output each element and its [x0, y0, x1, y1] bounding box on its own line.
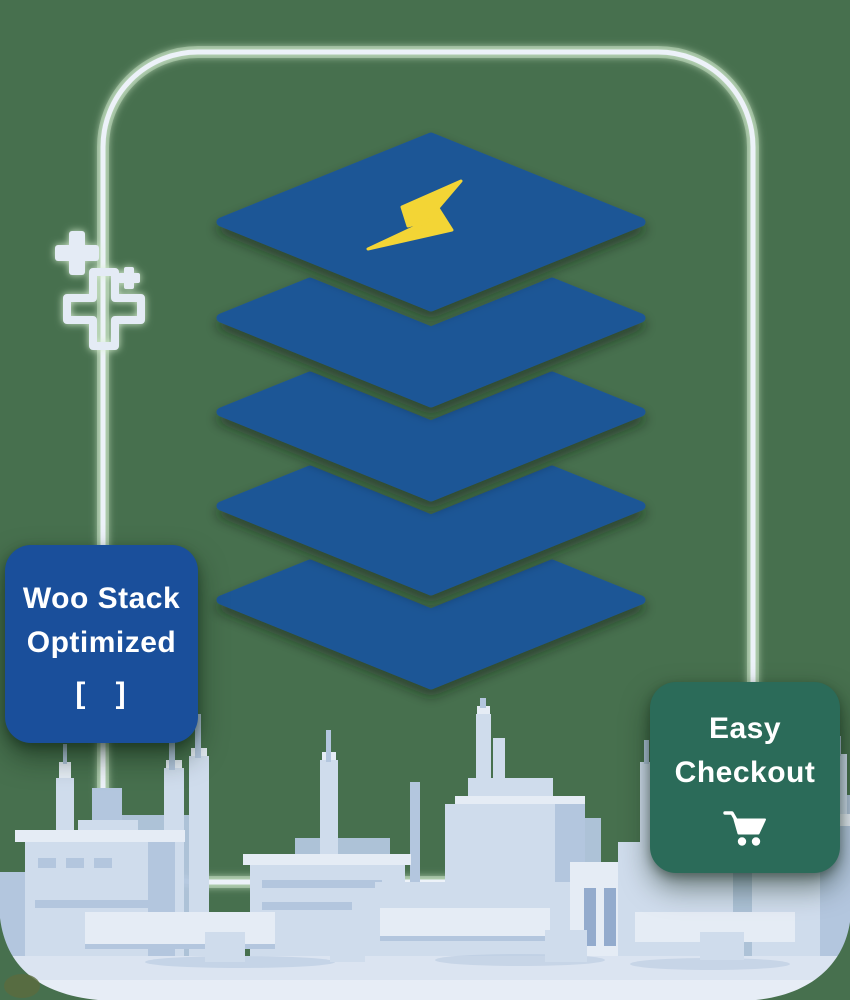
window-strip [38, 858, 56, 868]
window-strip [262, 880, 382, 888]
easy-checkout-card: Easy Checkout [650, 682, 840, 873]
slab-shadow [85, 944, 275, 949]
ground-highlight [0, 980, 850, 1000]
stack-layer [216, 277, 646, 408]
window-strip [35, 900, 155, 908]
spire-cap [477, 706, 490, 714]
antenna [63, 744, 67, 764]
stack-layer [216, 371, 646, 502]
antenna [644, 740, 649, 764]
window-strip [66, 858, 84, 868]
card-title-line: Optimized [26, 626, 177, 659]
city-ground [0, 928, 850, 1000]
layer-stack [216, 132, 646, 690]
cart-icon-wrap [722, 809, 768, 849]
corner-cutout-right [756, 922, 850, 1000]
ground-block [205, 932, 245, 962]
ground-block [545, 930, 587, 962]
city-skyline [0, 698, 850, 1000]
ground-shadow [630, 958, 790, 970]
card-title-line: Checkout [674, 755, 816, 789]
roof-slab [15, 830, 185, 842]
window-slot [604, 888, 616, 946]
lightning-bolt-icon [366, 179, 463, 251]
window-strip [262, 902, 352, 910]
window-strip [94, 858, 112, 868]
stack-layer [216, 465, 646, 596]
sparkle-icon [55, 231, 145, 350]
spire [410, 782, 420, 975]
sparkle-plus-large-icon [55, 231, 99, 275]
spire-cap [59, 762, 71, 778]
antenna [195, 714, 201, 758]
code-brackets-label: [ ] [75, 677, 128, 710]
sparkle-plus-small-icon [118, 267, 140, 289]
card-title-line: Woo Stack [22, 582, 181, 615]
slab-shadow [380, 936, 550, 941]
woo-stack-card: Woo Stack Optimized [ ] [5, 545, 198, 743]
roof-slab [455, 796, 585, 806]
low-slab [85, 912, 275, 946]
city-blocks [0, 778, 850, 975]
shopping-cart-icon [723, 810, 766, 846]
roof-slab [243, 854, 411, 865]
antenna [169, 726, 175, 770]
stack-layer-bottom [216, 559, 646, 690]
low-slab [380, 908, 550, 938]
sparkle-plus-outline-icon [63, 268, 145, 350]
ground-block [330, 928, 365, 962]
corner-bush [4, 974, 40, 998]
card-title-line: Easy [708, 711, 782, 745]
ground-block [700, 932, 744, 960]
antenna [480, 698, 486, 708]
antenna [326, 730, 331, 762]
building-shade [148, 842, 175, 975]
